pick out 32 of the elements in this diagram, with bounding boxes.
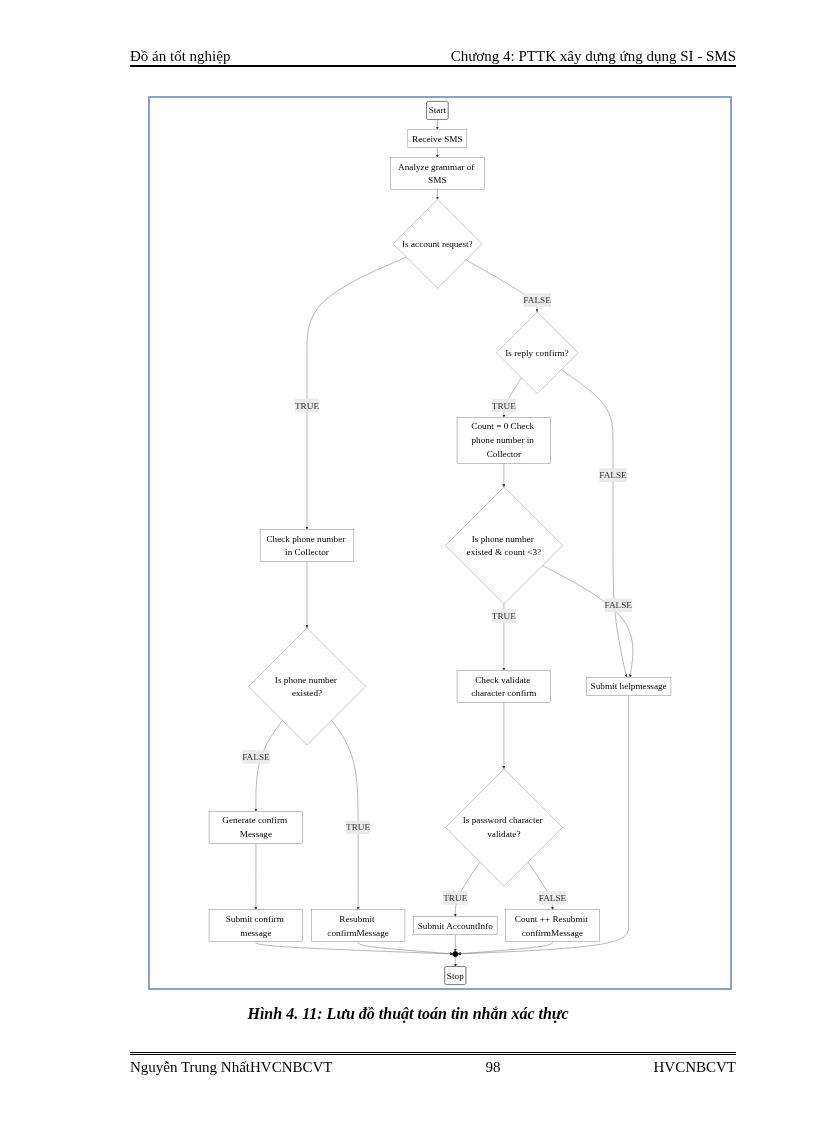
edge-label: TRUE: [294, 400, 320, 411]
node-box: Submit AccountInfo: [413, 916, 498, 935]
footer-text: HVCNBCVT: [653, 1059, 736, 1076]
node-diamond: Is account request?: [392, 199, 483, 289]
node-box: Resubmit confirmMessage: [311, 909, 406, 942]
node-box: Receive SMS: [407, 129, 468, 148]
edge-label: FALSE: [599, 469, 627, 481]
node-box: Check phone number in Collector: [259, 529, 355, 562]
node-diamond: Is reply confirm?: [496, 311, 579, 394]
node-box: Count = 0 Check phone number in Collector: [456, 417, 551, 464]
node-box: Analyze grammar of SMS: [390, 157, 485, 190]
page-number: 98: [485, 1059, 501, 1076]
footer-text: Nguyễn Trung NhấtHVCNBCVT: [130, 1059, 333, 1076]
node-diamond: Is password character validate?: [445, 768, 563, 887]
edge-label: FALSE: [604, 599, 632, 611]
edge-label: FALSE: [242, 751, 270, 763]
node-diamond: Is phone number existed?: [248, 627, 366, 746]
node-box: Generate confirm Message: [208, 811, 303, 844]
edge-label: TRUE: [491, 610, 516, 622]
edge-label: FALSE: [523, 294, 551, 306]
edge-label: FALSE: [538, 892, 567, 903]
edge-label: TRUE: [443, 892, 468, 903]
figure-caption: Hình 4. 11: Lưu đồ thuật toán tin nhắn xác thực: [246, 1005, 570, 1023]
node-diamond: Is phone number existed & count <3?: [445, 486, 563, 605]
node-box: Submit helpmessage: [586, 677, 672, 696]
edge-label: TRUE: [491, 400, 516, 411]
edge-label: TRUE: [346, 822, 371, 833]
header-text: Chương 4: PTTK xây dựng ứng dụng SI - SMS: [450, 48, 736, 65]
header-text: Đồ án tốt nghiệp: [130, 48, 231, 65]
node-box: Submit confirm message: [208, 909, 303, 942]
node-box: Count ++ Resubmit confirmMessage: [505, 909, 600, 942]
node-box: Check validate character confirm: [456, 670, 551, 703]
